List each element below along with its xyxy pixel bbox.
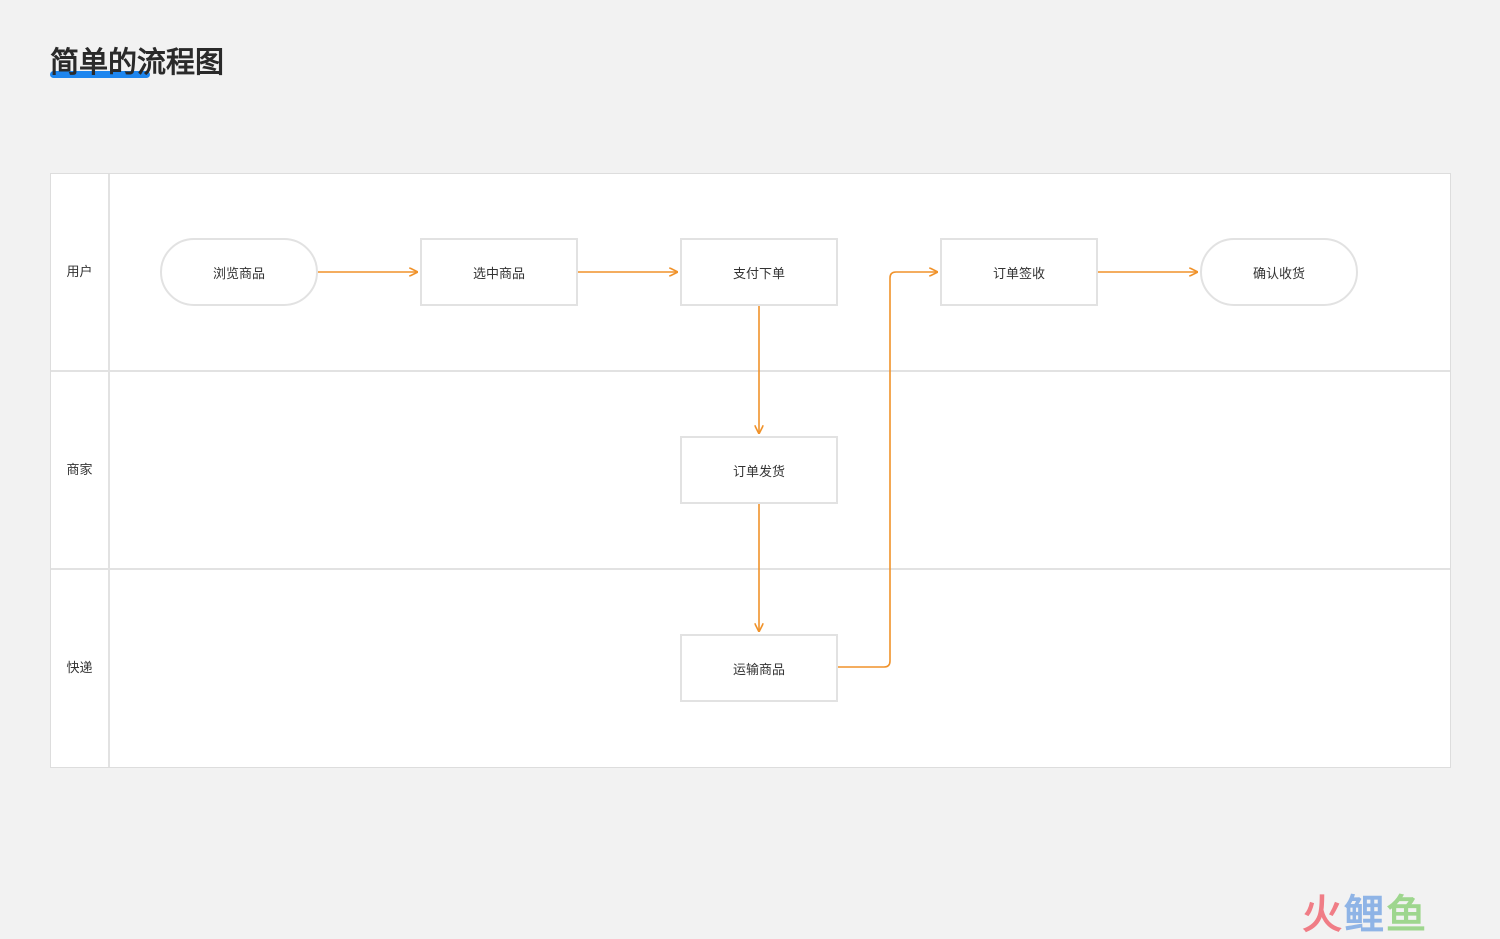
node-sign-label: 订单签收 [992,266,1045,282]
title-block: 简单的流程图 [50,42,224,82]
lane-label-merchant: 商家 [66,463,93,478]
node-select-label: 选中商品 [472,266,525,282]
node-ship-label: 订单发货 [732,464,785,480]
lane-label-courier: 快递 [66,661,93,676]
node-ship[interactable]: 订单发货 [680,436,838,504]
watermark-char-2: 鲤 [1344,892,1386,938]
node-sign[interactable]: 订单签收 [940,238,1098,306]
node-select[interactable]: 选中商品 [420,238,578,306]
node-browse[interactable]: 浏览商品 [160,238,318,306]
node-confirm-label: 确认收货 [1252,266,1305,282]
node-pay-label: 支付下单 [732,266,785,282]
node-confirm[interactable]: 确认收货 [1200,238,1358,306]
node-browse-label: 浏览商品 [212,266,265,282]
watermark-char-3: 鱼 [1386,892,1428,938]
watermark-char-1: 火 [1302,892,1344,938]
lane-divider-1 [51,370,1450,372]
lane-divider-2 [51,568,1450,570]
node-transport-label: 运输商品 [732,662,785,678]
node-transport[interactable]: 运输商品 [680,634,838,702]
lane-header-divider [108,174,110,767]
watermark-logo: 火鲤鱼 [1302,892,1428,938]
title-underline [50,71,150,78]
node-pay[interactable]: 支付下单 [680,238,838,306]
lane-label-user: 用户 [66,265,93,280]
page-title: 简单的流程图 [50,45,225,79]
